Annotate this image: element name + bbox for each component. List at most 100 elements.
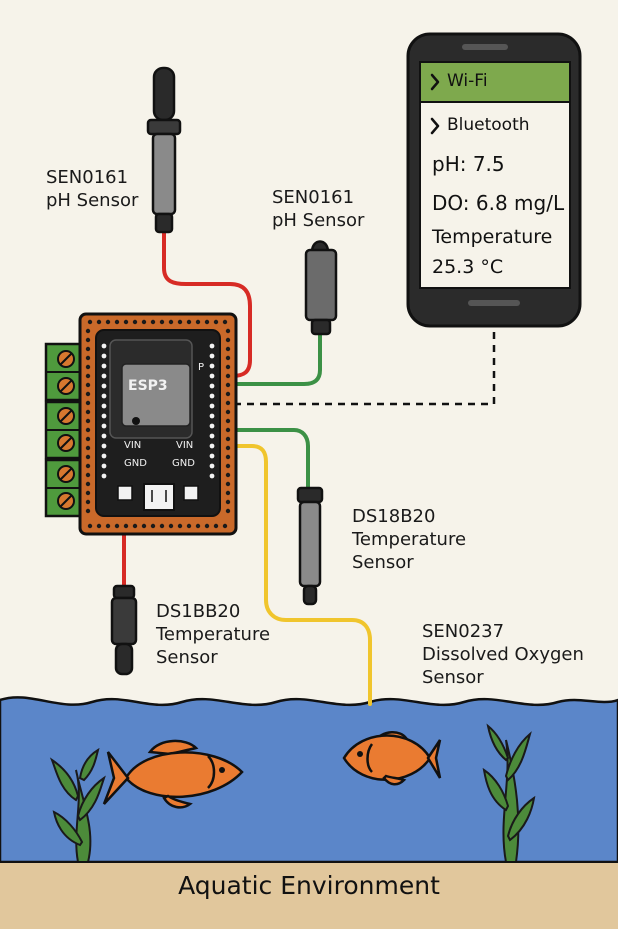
pcb-hole [85,490,91,496]
wifi-label: Wi-Fi [447,71,488,91]
pcb-hole [209,413,215,419]
pcb-hole [168,523,174,529]
pcb-hole [209,403,215,409]
pin-headers [101,343,215,479]
screw-terminal [44,458,86,518]
vin-label-left: VIN [124,440,141,451]
pcb-hole [225,355,231,361]
pcb-hole [85,472,91,478]
pcb-hole [101,353,107,359]
temperature-sensor-probe [110,584,138,676]
temperature-label: Temperature [432,226,553,248]
pcb-hole [225,508,231,514]
pcb-hole [132,319,138,325]
gnd-label-right: GND [172,458,195,469]
pcb-hole [225,454,231,460]
smartphone [406,32,582,328]
sand-footer [0,861,618,929]
pcb-hole [225,337,231,343]
pcb-hole [87,319,93,325]
ph-sensor-model: SEN0161 [46,167,129,188]
pcb-hole [177,319,183,325]
pcb-hole [85,427,91,433]
pcb-hole [101,413,107,419]
pcb-hole [85,436,91,442]
pcb-hole [225,436,231,442]
pcb-hole [225,346,231,352]
pcb-hole [225,427,231,433]
ph-sensor-model: SEN0161 [272,187,355,208]
pcb-hole [209,393,215,399]
pcb-hole [209,373,215,379]
pcb-hole [209,343,215,349]
pcb-hole [85,382,91,388]
bluetooth-link [232,332,496,406]
temperature-sensor-line1: Temperature [352,529,467,550]
pcb-hole [195,523,201,529]
pcb-holes [85,319,231,529]
pcb-hole [101,443,107,449]
pcb-hole [186,319,192,325]
temperature-value: 25.3 °C [432,256,504,278]
pcb-hole [159,319,165,325]
pcb-hole [85,391,91,397]
pcb-hole [85,346,91,352]
pcb-hole [85,499,91,505]
pcb-hole [209,433,215,439]
pcb-hole [225,463,231,469]
pcb-hole [186,523,192,529]
pcb-hole [85,445,91,451]
ph-sensor-label-2: SEN0161 pH Sensor [272,186,364,232]
pcb-hole [225,364,231,370]
pcb-hole [168,319,174,325]
pcb-hole [85,355,91,361]
pcb-hole [222,319,228,325]
pcb-hole [85,337,91,343]
pcb-hole [85,454,91,460]
temperature-sensor-line2: Sensor [352,552,414,573]
temperature-sensor-probe [296,486,324,606]
pcb-hole [101,463,107,469]
environment-label: Aquatic Environment [178,871,440,900]
pcb-hole [101,453,107,459]
pcb-hole [85,400,91,406]
pcb-hole [225,391,231,397]
water [0,696,618,864]
pcb-hole [85,508,91,514]
temperature-sensor-label-2: DS1BB20 Temperature Sensor [156,600,270,669]
pcb-hole [213,523,219,529]
pcb-hole [209,443,215,449]
pcb-hole [85,481,91,487]
red-wire-ph-sensor [162,230,252,378]
pcb-hole [132,523,138,529]
fish-icon [342,731,442,786]
pcb-hole [101,363,107,369]
pcb-hole [225,481,231,487]
pcb-hole [225,499,231,505]
temperature-sensor-model: DS18B20 [352,506,436,527]
bluetooth-label: Bluetooth [447,115,530,135]
pcb-hole [87,523,93,529]
ph-reading: pH: 7.5 [432,152,505,176]
pcb-hole [101,373,107,379]
pcb-hole [123,523,129,529]
pcb-hole [150,319,156,325]
temperature-sensor-line2: Sensor [156,647,218,668]
pcb-hole [85,463,91,469]
pcb-hole [96,523,102,529]
pcb-hole [209,463,215,469]
ph-sensor-name: pH Sensor [46,190,139,211]
pcb-hole [85,409,91,415]
pcb-hole [177,523,183,529]
pcb-hole [85,373,91,379]
green-wire-ph-sensor [228,332,322,386]
do-sensor-line2: Sensor [422,667,484,688]
pcb-hole [225,472,231,478]
pcb-hole [204,319,210,325]
gnd-label-left: GND [124,458,147,469]
pcb-hole [159,523,165,529]
ph-sensor-probe [146,66,182,234]
wires [122,230,496,706]
pcb-hole [225,409,231,415]
